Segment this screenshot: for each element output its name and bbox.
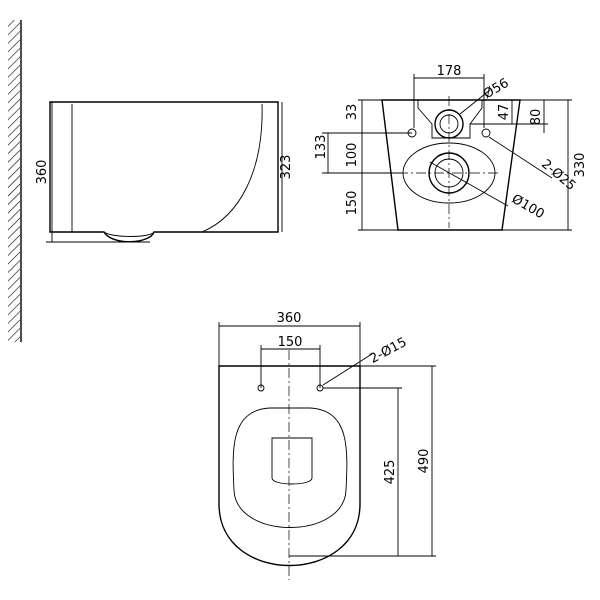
wall [8, 20, 22, 342]
rear-dim-150-label: 150 [345, 191, 360, 216]
rear-inlet-recess [417, 100, 483, 139]
wall-hatching [8, 20, 20, 342]
plan-dim-360-label: 360 [277, 311, 302, 326]
plan-drain-outline [271, 437, 313, 485]
plan-hole-label: 2-Ø15 [367, 335, 409, 367]
side-outlet [103, 231, 155, 237]
rear-dim-47-label: 47 [497, 104, 512, 121]
rear-dim-330-label: 330 [573, 153, 588, 178]
plan-dim-150-label: 150 [278, 335, 303, 350]
rear-dim-133-label: 133 [314, 135, 329, 160]
side-dim-360-label: 360 [35, 160, 50, 185]
rear-dim-33-label: 33 [345, 104, 360, 121]
rear-outlet-leader [429, 161, 509, 207]
rear-view: 178 Ø56 33 133 100 150 47 80 330 2-Ø25 Ø… [314, 64, 588, 231]
side-view: 360 323 [35, 101, 294, 243]
side-rim-curve [201, 103, 263, 233]
rear-dim-178-label: 178 [437, 64, 462, 79]
rear-bolt-leader [488, 136, 553, 179]
rear-inlet-label: Ø56 [481, 76, 512, 102]
rear-outlet-label: Ø100 [509, 192, 547, 223]
side-dim-323-label: 323 [279, 155, 294, 180]
plan-dim-490-label: 490 [417, 449, 432, 474]
plan-body-outline [218, 365, 361, 567]
rear-inlet-leader [459, 89, 491, 115]
plan-dim-425-label: 425 [383, 460, 398, 485]
side-body-outline [49, 101, 279, 243]
rear-dim-100-label: 100 [345, 143, 360, 168]
plan-view: 360 150 2-Ø15 425 490 [218, 311, 436, 580]
bolt-hole-right [481, 128, 491, 138]
rear-dim-80-label: 80 [529, 109, 544, 126]
plan-hole-leader [322, 353, 373, 386]
plan-bowl-outline [232, 407, 348, 528]
